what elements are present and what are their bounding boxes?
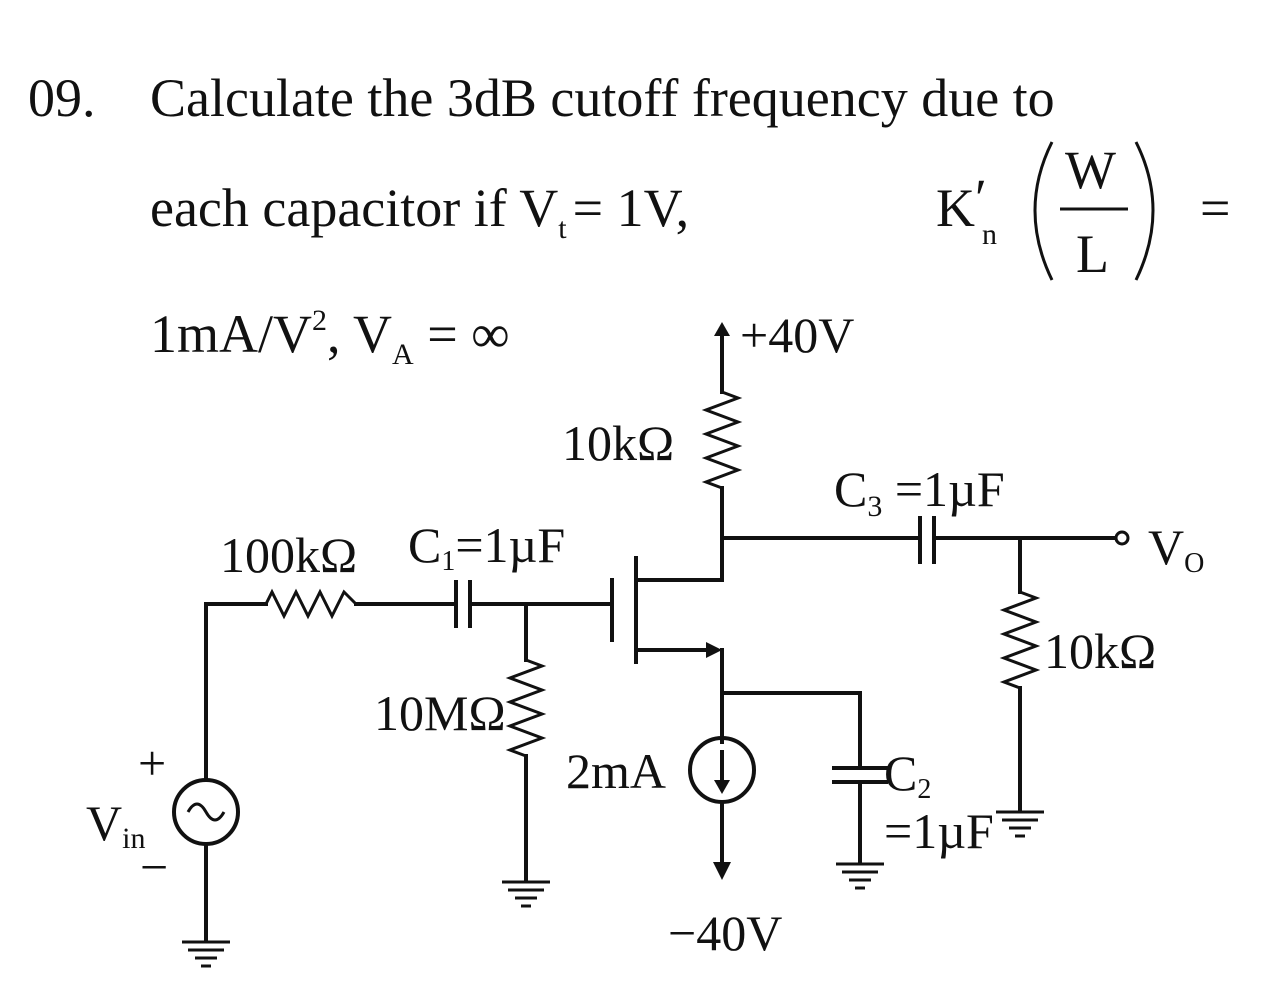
c1-label: C1=1µF: [408, 517, 565, 577]
vin-plus: +: [138, 735, 166, 791]
isrc-arrow-icon: [714, 780, 730, 794]
c2-value: =1µF: [884, 803, 994, 859]
question-line-1: Calculate the 3dB cutoff frequency due t…: [150, 68, 1055, 128]
gate-resistor: [505, 658, 547, 758]
left-paren: [1033, 141, 1054, 281]
vss-arrow-icon: [713, 862, 731, 880]
vo-terminal: [1114, 530, 1130, 546]
isrc-label: 2mA: [566, 743, 666, 799]
kn-prime: ′: [975, 168, 987, 228]
kn-symbol: K: [936, 178, 975, 238]
question-line-2: each capacitor if Vt= 1V,: [150, 178, 689, 245]
kn-subscript: n: [982, 218, 997, 251]
fraction-numerator: W: [1065, 140, 1116, 200]
signal-resistor: [264, 588, 358, 620]
fraction-denominator: L: [1076, 224, 1109, 284]
ac-sine-icon: [186, 802, 226, 822]
vo-label: VO: [1148, 519, 1204, 579]
vss-label: −40V: [668, 905, 782, 961]
vdd-arrow-icon: [714, 322, 730, 336]
vin-label: Vin: [86, 795, 145, 855]
vin-minus: −: [140, 839, 168, 895]
rg-ground-icon: [502, 880, 550, 908]
vdd-label: +40V: [740, 307, 854, 363]
load-resistor: [999, 590, 1041, 690]
gate-resistor-label: 10MΩ: [374, 685, 506, 741]
load-ground-icon: [996, 810, 1044, 838]
vin-ground-icon: [182, 940, 230, 968]
question-number: 09.: [28, 68, 96, 128]
drain-resistor-label: 10kΩ: [562, 415, 674, 471]
load-resistor-label: 10kΩ: [1044, 623, 1156, 679]
c2-label: C2: [884, 745, 931, 805]
source-arrow-icon: [706, 642, 722, 658]
drain-resistor: [701, 390, 743, 490]
right-paren: [1134, 141, 1155, 281]
signal-resistor-label: 100kΩ: [220, 527, 357, 583]
question-line-3: 1mA/V2, VA = ∞: [150, 304, 510, 371]
equals-sign: =: [1200, 178, 1230, 238]
c3-label: C3 =1µF: [834, 461, 1005, 523]
c2-ground-icon: [836, 862, 884, 890]
